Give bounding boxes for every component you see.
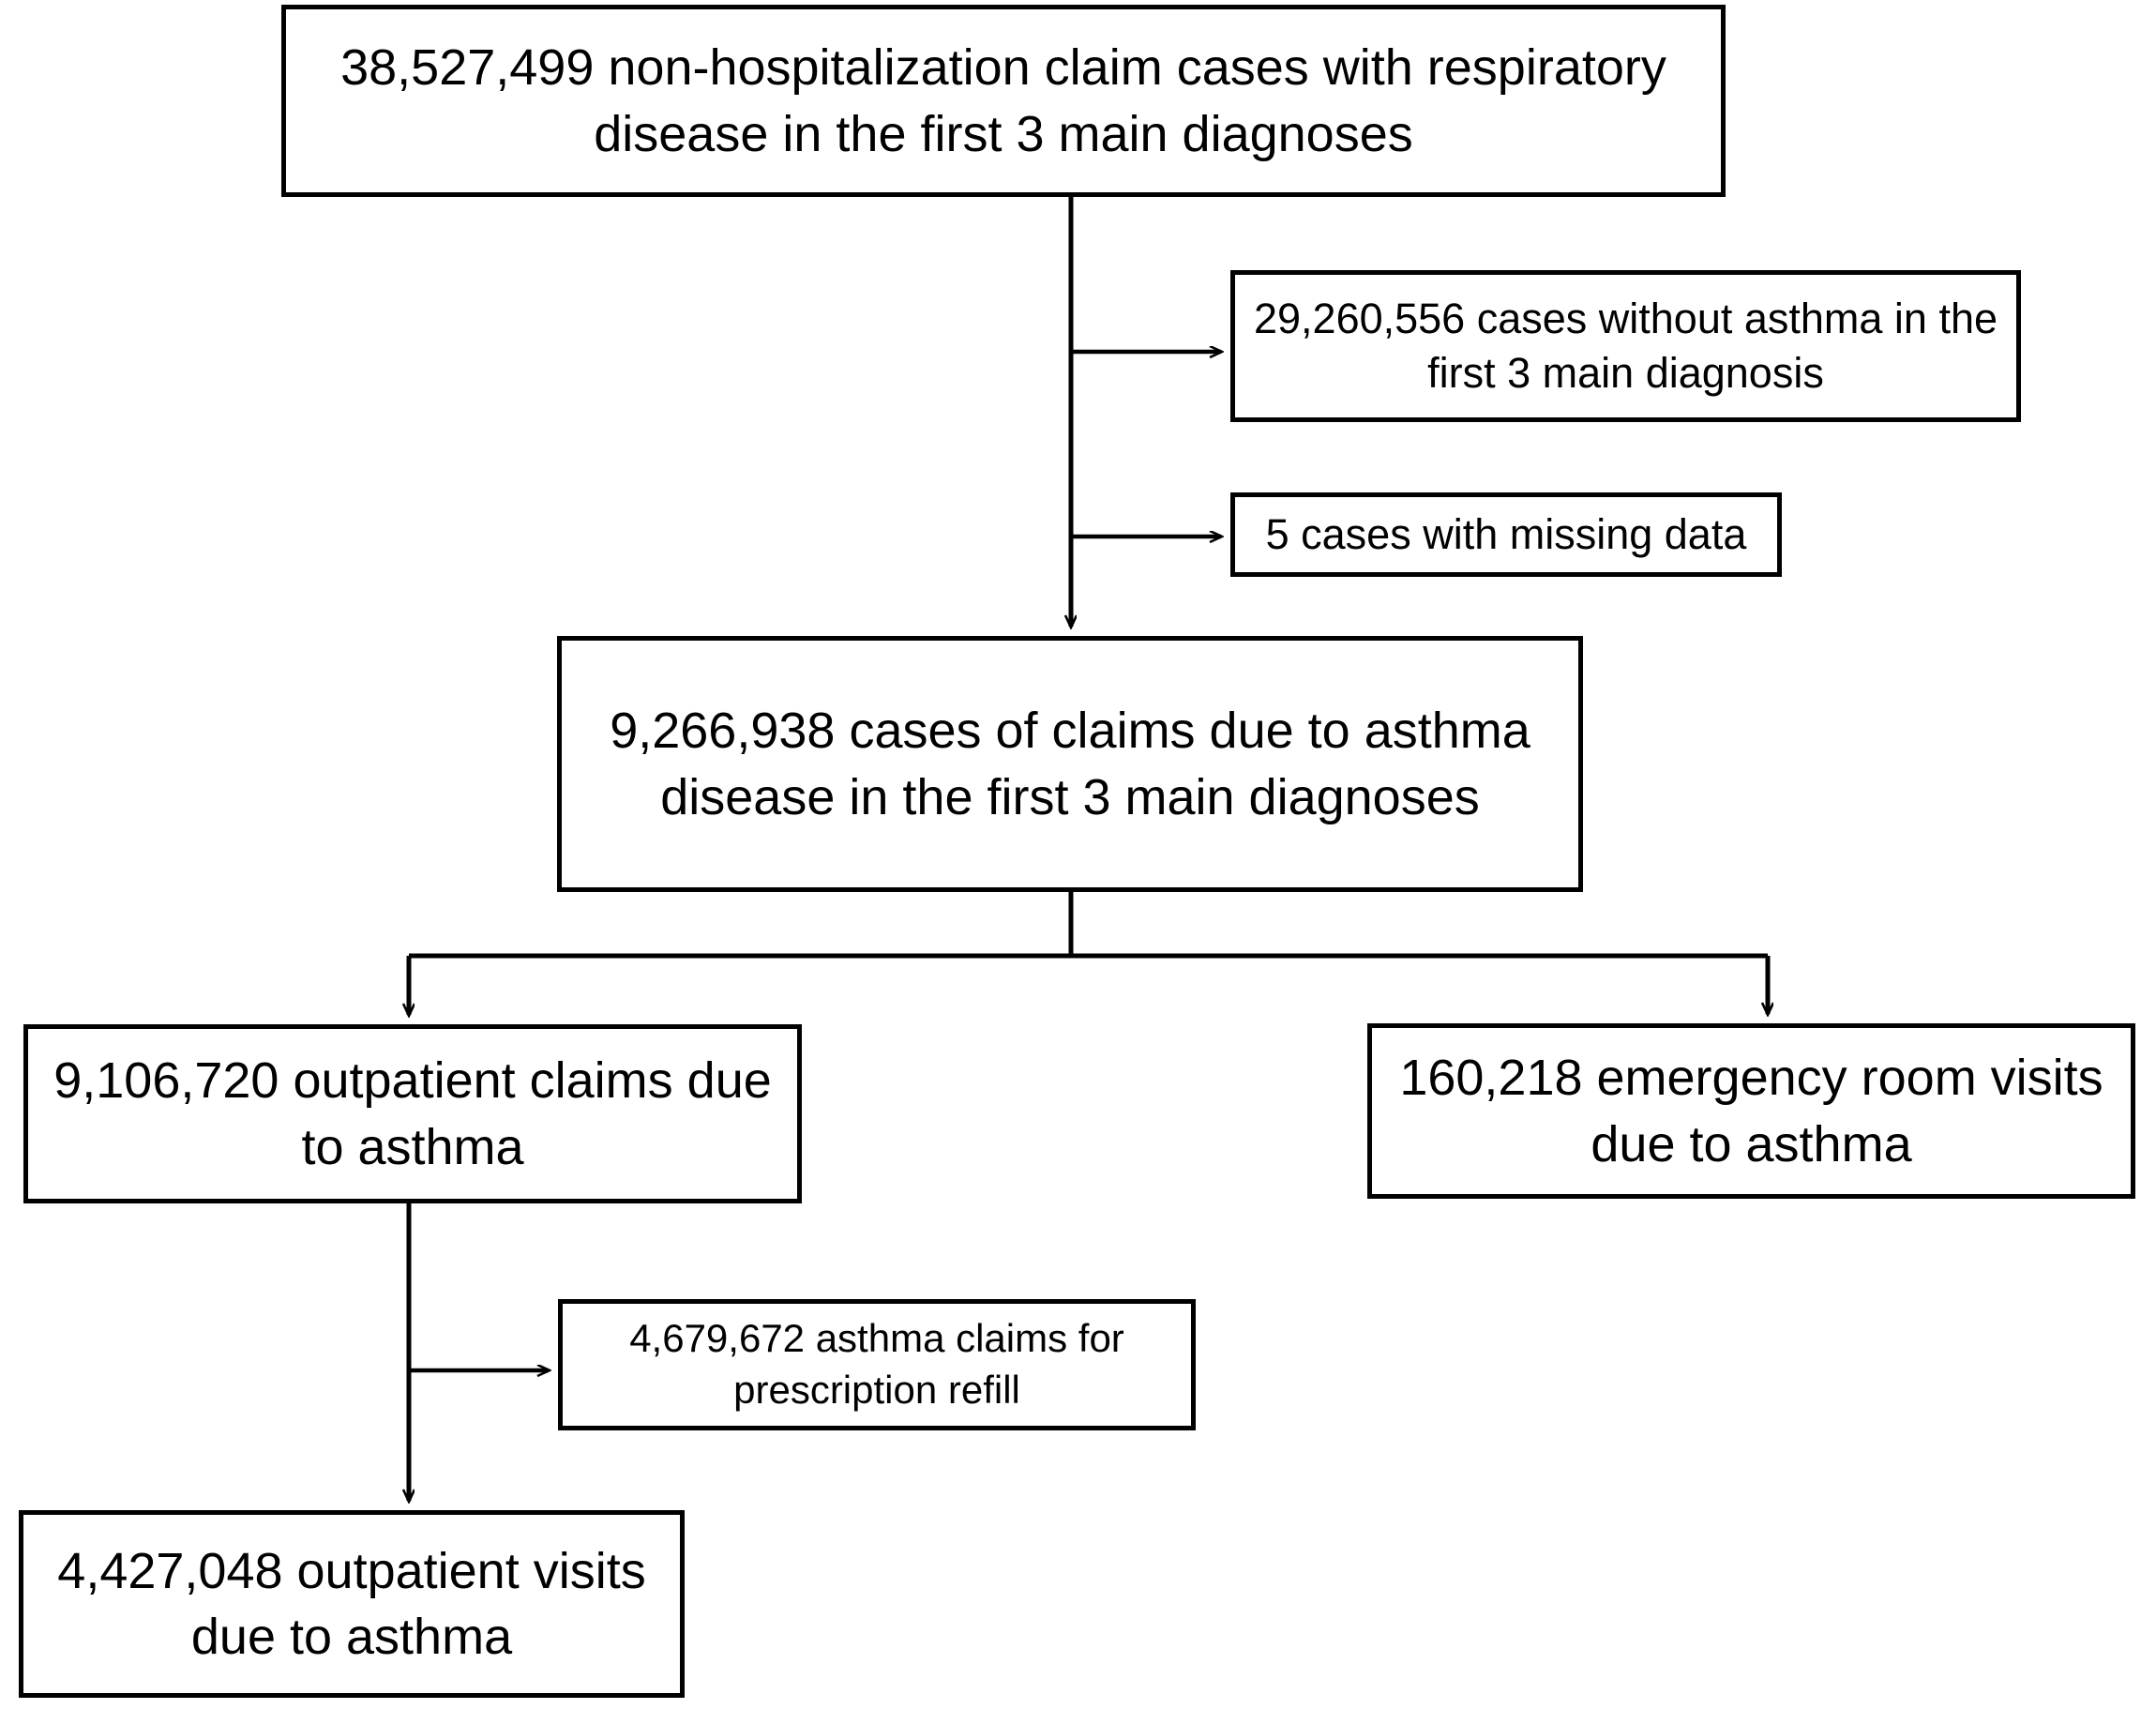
node-source-respiratory-claims: 38,527,499 non-hospitalization claim cas… [281, 5, 1726, 197]
node-label: 9,106,720 outpatient claims due to asthm… [53, 1052, 772, 1175]
node-exclusion-no-asthma: 29,260,556 cases without asthma in the f… [1230, 270, 2021, 422]
node-label: 5 cases with missing data [1265, 509, 1747, 558]
node-exclusion-missing-data: 5 cases with missing data [1230, 492, 1782, 577]
node-label: 29,260,556 cases without asthma in the f… [1253, 294, 1998, 398]
edge-asthma-cases-split [409, 892, 1768, 1015]
node-label: 160,218 emergency room visits due to ast… [1399, 1050, 2103, 1172]
node-label: 9,266,938 cases of claims due to asthma … [610, 703, 1530, 825]
node-label: 38,527,499 non-hospitalization claim cas… [340, 39, 1666, 162]
node-asthma-cases: 9,266,938 cases of claims due to asthma … [557, 636, 1583, 892]
node-outpatient-claims: 9,106,720 outpatient claims due to asthm… [23, 1024, 802, 1203]
node-emergency-room-visits: 160,218 emergency room visits due to ast… [1367, 1023, 2135, 1199]
node-label: 4,427,048 outpatient visits due to asthm… [57, 1542, 646, 1665]
node-outpatient-visits: 4,427,048 outpatient visits due to asthm… [19, 1510, 685, 1698]
node-prescription-refill: 4,679,672 asthma claims for prescription… [558, 1299, 1196, 1430]
node-label: 4,679,672 asthma claims for prescription… [629, 1316, 1124, 1412]
